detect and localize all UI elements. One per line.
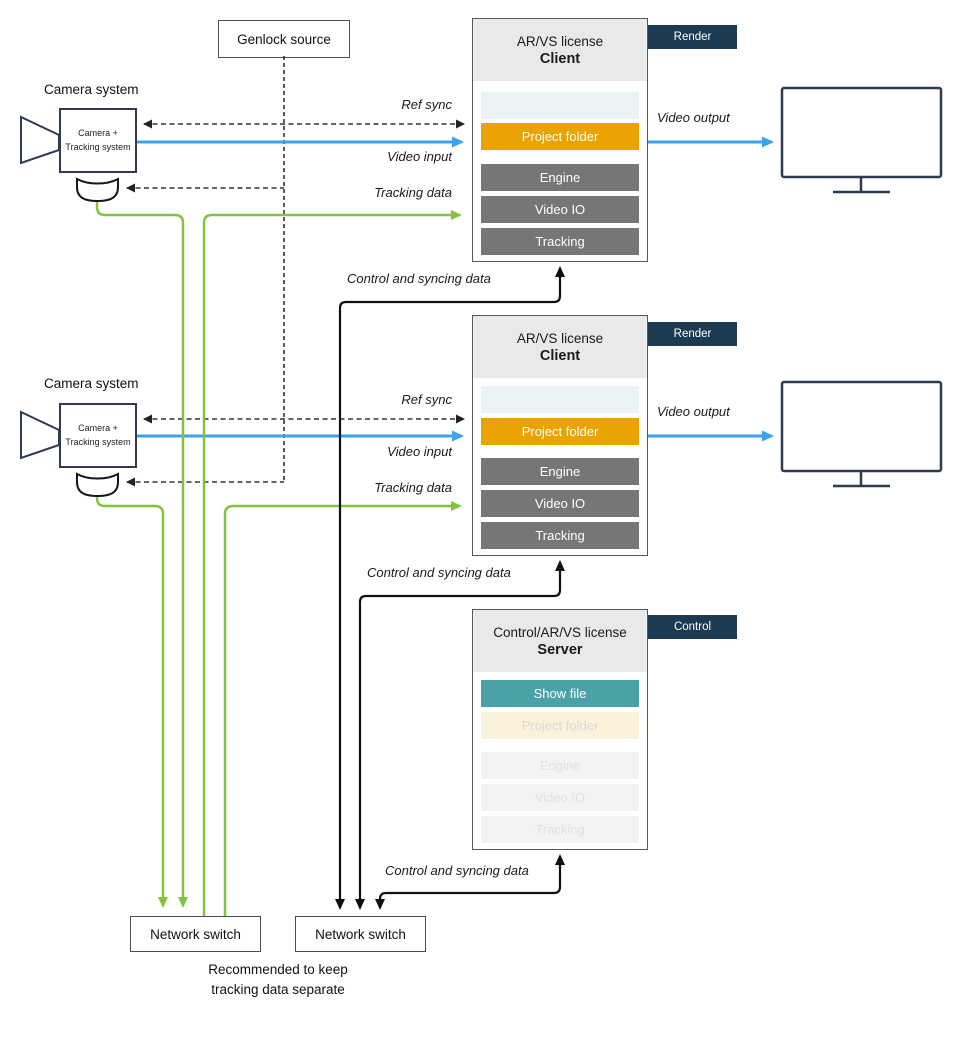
- ref-sync-label-2: Ref sync: [401, 392, 452, 407]
- network-switch-right-label: Network switch: [315, 926, 406, 942]
- monitor-icon-1: [780, 86, 943, 194]
- control-sync-label-3: Control and syncing data: [385, 863, 529, 878]
- render-tag-2: Render: [648, 322, 737, 346]
- network-switch-left: Network switch: [130, 916, 261, 952]
- server-show-file-row: Show file: [481, 680, 639, 707]
- tracking-note-line1: Recommended to keep: [208, 962, 348, 977]
- tracking-note: Recommended to keep tracking data separa…: [158, 960, 398, 1001]
- server-project-folder-row-faded: Project folder: [481, 712, 639, 739]
- video-input-label-2: Video input: [387, 444, 452, 459]
- tracking-camera2-to-switch-line: [95, 496, 168, 908]
- camera-tracking-label-1: Camera + Tracking system: [65, 128, 131, 152]
- video-output-label-1: Video output: [657, 110, 730, 125]
- video-output-label-2: Video output: [657, 404, 730, 419]
- tracking-sensor-icon-1: [76, 177, 119, 203]
- tracking-data-label-2: Tracking data: [374, 480, 452, 495]
- client-node-1: AR/VS license Client Project folder Engi…: [472, 18, 648, 262]
- client-2-header: AR/VS license Client: [473, 316, 647, 378]
- server-tracking-row-faded: Tracking: [481, 816, 639, 843]
- server-role: Server: [537, 641, 583, 658]
- network-switch-left-label: Network switch: [150, 926, 241, 942]
- control-sync-label-1: Control and syncing data: [347, 271, 491, 286]
- render-tag-2-label: Render: [673, 328, 712, 340]
- camera-system-title-2: Camera system: [44, 376, 139, 391]
- genlock-source-box: Genlock source: [218, 20, 350, 58]
- tracking-camera1-to-switch-line: [95, 201, 188, 908]
- camera-tracking-box-1: Camera + Tracking system: [59, 108, 137, 173]
- camera-system-title-1: Camera system: [44, 82, 139, 97]
- client-1-role: Client: [539, 50, 581, 67]
- client-1-tracking-row: Tracking: [481, 228, 639, 255]
- video-input-label-1: Video input: [387, 149, 452, 164]
- client-1-video-io-row: Video IO: [481, 196, 639, 223]
- server-node: Control/AR/VS license Server Show file P…: [472, 609, 648, 850]
- server-header: Control/AR/VS license Server: [473, 610, 647, 672]
- client-2-license: AR/VS license: [516, 330, 604, 346]
- render-tag-1-label: Render: [673, 31, 712, 43]
- tracking-data-label-1: Tracking data: [374, 185, 452, 200]
- client-1-engine-row: Engine: [481, 164, 639, 191]
- client-2-tracking-row: Tracking: [481, 522, 639, 549]
- client-2-video-io-row: Video IO: [481, 490, 639, 517]
- monitor-icon-2: [780, 380, 943, 488]
- client-1-show-file-slot-empty: [481, 92, 639, 119]
- server-license: Control/AR/VS license: [493, 624, 627, 640]
- control-sync-label-2: Control and syncing data: [367, 565, 511, 580]
- control-tag: Control: [648, 615, 737, 639]
- client-node-2: AR/VS license Client Project folder Engi…: [472, 315, 648, 556]
- client-2-engine-row: Engine: [481, 458, 639, 485]
- tracking-sensor-icon-2: [76, 472, 119, 498]
- client-1-license: AR/VS license: [516, 33, 604, 49]
- control-tag-label: Control: [673, 621, 712, 633]
- ref-sync-label-1: Ref sync: [401, 97, 452, 112]
- camera-tracking-label-2: Camera + Tracking system: [65, 423, 131, 447]
- tracking-note-line2: tracking data separate: [211, 982, 345, 998]
- server-engine-row-faded: Engine: [481, 752, 639, 779]
- genlock-source-label: Genlock source: [237, 31, 331, 47]
- client-2-role: Client: [539, 347, 581, 364]
- client-2-show-file-slot-empty: [481, 386, 639, 413]
- client-2-project-folder-row: Project folder: [481, 418, 639, 445]
- server-video-io-row-faded: Video IO: [481, 784, 639, 811]
- network-switch-right: Network switch: [295, 916, 426, 952]
- render-tag-1: Render: [648, 25, 737, 49]
- client-1-header: AR/VS license Client: [473, 19, 647, 81]
- client-1-project-folder-row: Project folder: [481, 123, 639, 150]
- camera-tracking-box-2: Camera + Tracking system: [59, 403, 137, 468]
